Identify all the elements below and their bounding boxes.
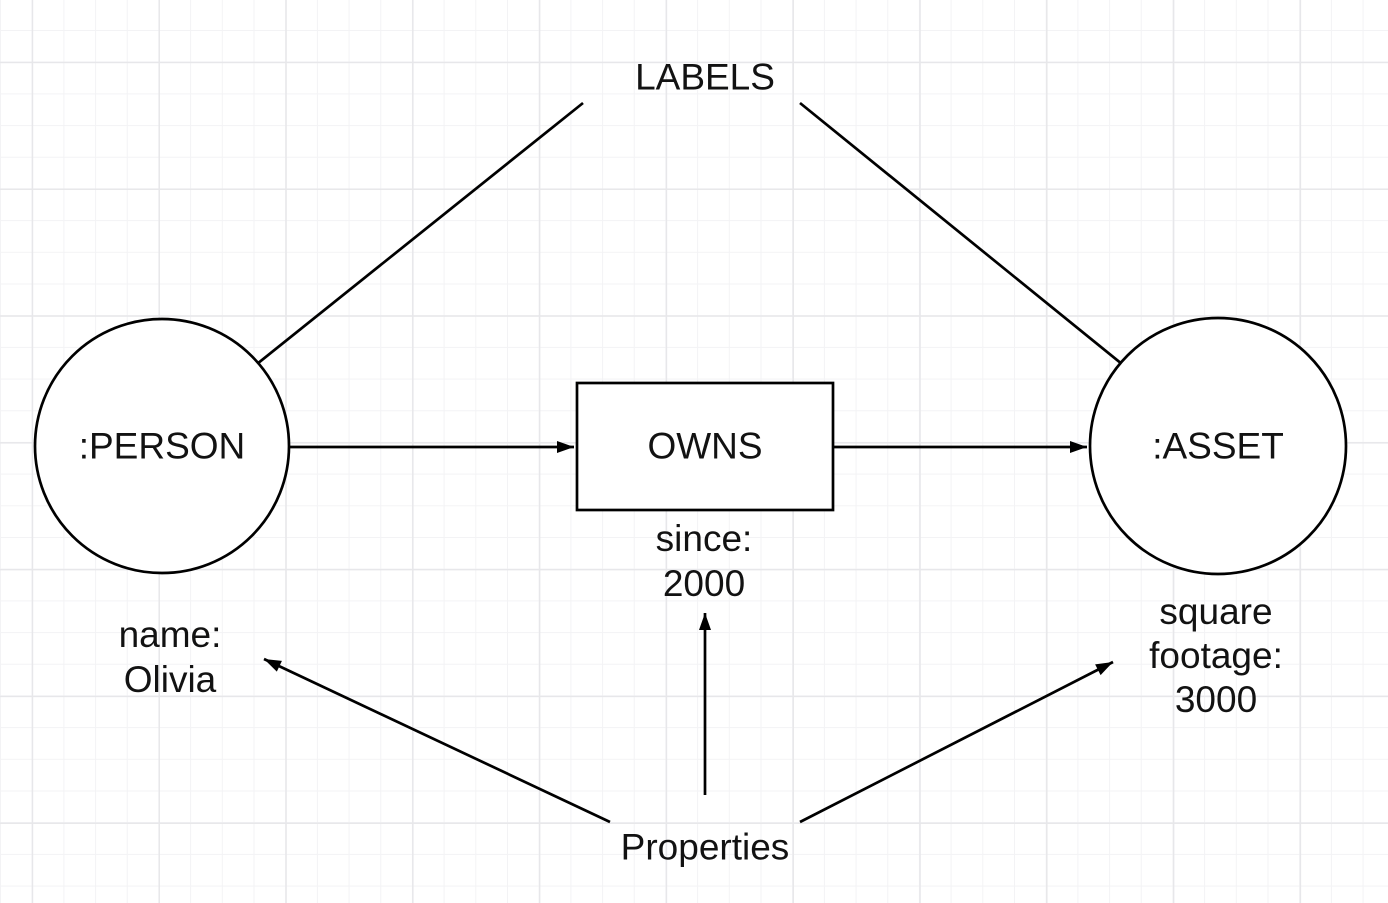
owns-property-line-value: 2000 xyxy=(662,563,746,604)
asset-node-circle[interactable] xyxy=(1088,316,1348,576)
labels-to-person-arrow[interactable] xyxy=(206,101,584,406)
labels-to-asset-arrow[interactable] xyxy=(799,101,1171,405)
person-node-circle[interactable] xyxy=(33,317,291,575)
labels-annotation[interactable]: LABELS xyxy=(635,56,775,98)
person-property-text[interactable]: name: Olivia xyxy=(119,612,222,702)
owns-relationship-label[interactable]: OWNS xyxy=(647,425,763,467)
asset-property-line-2: footage: xyxy=(1149,635,1283,676)
properties-to-name-arrow[interactable] xyxy=(263,657,611,824)
properties-to-squarefootage-arrow[interactable] xyxy=(799,660,1114,824)
person-node-label[interactable]: :PERSON xyxy=(78,425,246,467)
asset-property-line-1: square xyxy=(1159,591,1273,632)
asset-node-label[interactable]: :ASSET xyxy=(1152,425,1284,467)
owns-property-line-key: since: xyxy=(655,518,753,559)
asset-property-line-3: 3000 xyxy=(1174,679,1258,720)
person-property-line-value: Olivia xyxy=(123,659,217,700)
properties-annotation[interactable]: Properties xyxy=(620,826,790,868)
person-property-line-key: name: xyxy=(118,614,222,655)
owns-property-text[interactable]: since: 2000 xyxy=(656,516,753,606)
owns-relationship-box[interactable] xyxy=(575,381,835,512)
asset-property-text[interactable]: square footage: 3000 xyxy=(1149,590,1283,722)
